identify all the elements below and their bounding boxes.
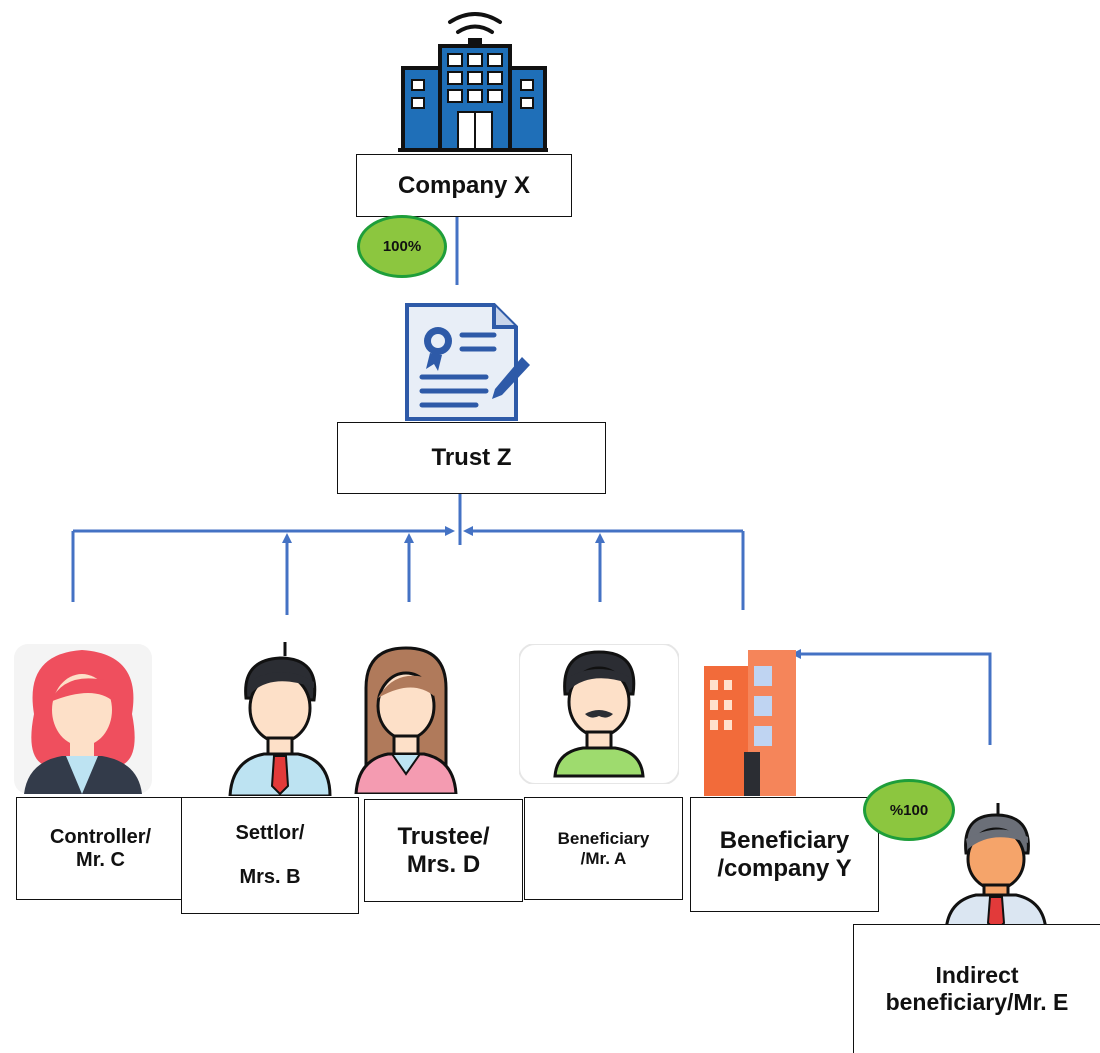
indirect-beneficiary-box: Indirect beneficiary/Mr. E: [853, 924, 1100, 1053]
man-headset-avatar-icon: [944, 803, 1048, 931]
trust-z-label: Trust Z: [431, 444, 512, 471]
certificate-document-icon: [405, 303, 530, 421]
ownership-badge-label: 100%: [382, 238, 422, 255]
trustee-label: Trustee/ Mrs. D: [397, 822, 490, 878]
settlor-box: Settlor/ Mrs. B: [181, 797, 359, 914]
controller-box: Controller/ Mr. C: [16, 797, 185, 900]
arrow-e-to-company-y: [791, 649, 992, 745]
beneficiary-a-label: Beneficiary /Mr. A: [557, 828, 650, 868]
company-x-label: Company X: [397, 171, 531, 199]
indirect-beneficiary-label: Indirect beneficiary/Mr. E: [885, 962, 1069, 1015]
trustee-box: Trustee/ Mrs. D: [364, 799, 523, 902]
settlor-label-line2: Mrs. B: [239, 865, 301, 888]
man-mustache-avatar-icon: [519, 644, 679, 784]
beneficiary-y-box: Beneficiary /company Y: [690, 797, 879, 912]
ownership-badge-e-label: %100: [889, 801, 929, 819]
orange-building-icon: [704, 650, 796, 796]
ownership-badge-100: 100%: [357, 215, 447, 278]
trust-z-box: Trust Z: [337, 422, 606, 494]
woman-red-hair-avatar-icon: [14, 644, 152, 794]
settlor-label-line1: Settlor/: [235, 822, 305, 845]
beneficiary-y-label: Beneficiary /company Y: [717, 826, 852, 882]
office-building-wifi-icon: [398, 12, 548, 152]
beneficiary-a-box: Beneficiary /Mr. A: [524, 797, 683, 900]
ownership-badge-percent-100: %100: [863, 779, 955, 841]
man-tie-avatar-icon: [228, 642, 332, 796]
company-x-box: Company X: [356, 154, 572, 217]
woman-avatar-icon: [354, 646, 458, 794]
controller-label: Controller/ Mr. C: [49, 825, 152, 871]
